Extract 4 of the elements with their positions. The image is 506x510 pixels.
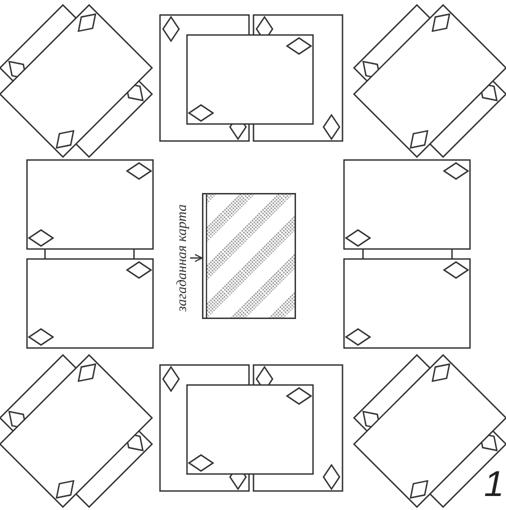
annotation-text: загаданная карта	[176, 204, 190, 312]
figure-number: 1	[484, 466, 504, 502]
arrow	[190, 254, 203, 262]
face-down-card	[202, 193, 296, 319]
